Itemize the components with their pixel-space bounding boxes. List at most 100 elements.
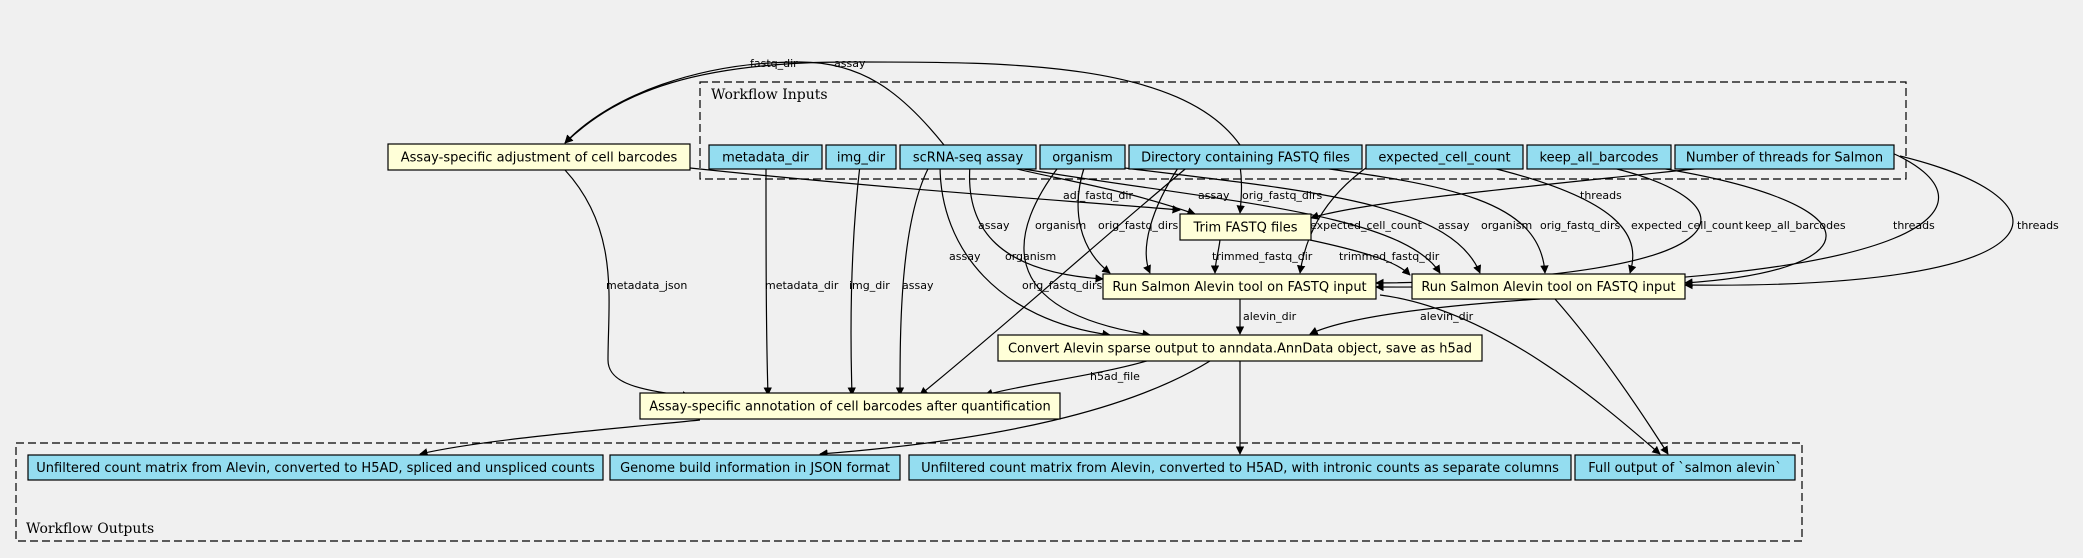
edge-metadata-dir-to-annotate xyxy=(763,164,772,396)
step-node-trim-fastq[interactable]: Trim FASTQ files xyxy=(1179,213,1312,241)
edge-label: assay xyxy=(1198,189,1230,202)
edge-label: orig_fastq_dirs xyxy=(1540,219,1620,232)
edge-label: organism xyxy=(1481,219,1532,232)
input-node-metadata-dir[interactable]: metadata_dir xyxy=(708,144,823,170)
edge-fastq-dir-to-salmon-2 xyxy=(1299,164,1549,274)
input-node-expected-cell-count[interactable]: expected_cell_count xyxy=(1365,144,1524,170)
edge-label: orig_fastq_dirs xyxy=(1242,189,1322,202)
input-node-organism[interactable]: organism xyxy=(1039,144,1126,170)
input-node-label: img_dir xyxy=(837,151,886,166)
input-node-label: metadata_dir xyxy=(722,151,809,166)
edge-annotate-to-unfiltered-spliced xyxy=(419,419,701,457)
edge-label: expected_cell_count xyxy=(1310,219,1423,232)
step-node-label: Assay-specific annotation of cell barcod… xyxy=(649,400,1051,415)
step-node-label: Run Salmon Alevin tool on FASTQ input xyxy=(1421,280,1675,295)
input-node-label: Directory containing FASTQ files xyxy=(1141,151,1350,166)
step-node-label: Run Salmon Alevin tool on FASTQ input xyxy=(1112,280,1366,295)
edge-label: threads xyxy=(1580,189,1622,202)
edge-assay-to-annotate xyxy=(895,164,931,396)
step-node-label: Assay-specific adjustment of cell barcod… xyxy=(401,151,678,166)
edge-label: orig_fastq_dirs xyxy=(1098,219,1178,232)
input-node-keep-all-barcodes[interactable]: keep_all_barcodes xyxy=(1526,144,1672,170)
edge-assay-to-adjust-barcodes xyxy=(564,61,945,146)
output-node-unfiltered-spliced[interactable]: Unfiltered count matrix from Alevin, con… xyxy=(27,454,604,481)
edge-label: threads xyxy=(1893,219,1935,232)
input-node-label: organism xyxy=(1052,151,1113,166)
edge-label: orig_fastq_dirs xyxy=(1022,279,1102,292)
edge-fastq-dir-to-salmon-1 xyxy=(1143,164,1181,274)
edge-label: fastq_dir xyxy=(750,57,798,70)
input-node-fastq-dir[interactable]: Directory containing FASTQ files xyxy=(1128,144,1363,170)
input-node-label: scRNA-seq assay xyxy=(913,151,1024,166)
edge-assay-to-salmon-1 xyxy=(968,164,1104,283)
edge-label: img_dir xyxy=(849,279,890,292)
edge-label: threads xyxy=(2017,219,2059,232)
edge-threads-to-salmon-2 xyxy=(1684,155,2014,290)
edge-label: organism xyxy=(1005,250,1056,263)
input-node-label: Number of threads for Salmon xyxy=(1686,151,1883,166)
edge-assay-to-salmon-2 xyxy=(999,164,1441,274)
edge-expected-cell-count-to-salmon-2 xyxy=(1479,164,1637,274)
step-node-convert-alevin[interactable]: Convert Alevin sparse output to anndata.… xyxy=(997,334,1483,362)
input-node-img-dir[interactable]: img_dir xyxy=(825,144,897,170)
workflow-inputs-cluster: Workflow Inputs xyxy=(699,81,1907,180)
edge-label: organism xyxy=(1035,219,1086,232)
edge-img-dir-to-annotate xyxy=(847,164,861,396)
input-node-scrna-seq-assay[interactable]: scRNA-seq assay xyxy=(899,144,1037,170)
edge-threads-to-trim-fastq xyxy=(1310,163,1741,220)
edge-fastq-dir-to-annotate xyxy=(919,164,1191,396)
step-node-salmon-alevin-2[interactable]: Run Salmon Alevin tool on FASTQ input xyxy=(1411,273,1686,300)
output-node-label: Genome build information in JSON format xyxy=(620,461,890,476)
edge-label: alevin_dir xyxy=(1243,310,1297,323)
edge-label: h5ad_file xyxy=(1090,370,1140,383)
edge-fastq-dir-to-adjust-barcodes xyxy=(564,61,1241,146)
edge-salmon-2-to-convert xyxy=(1309,298,1541,335)
edge-expected-cell-count-to-salmon-1 xyxy=(1296,164,1371,274)
edge-label: adj_fastq_dir xyxy=(1063,189,1133,202)
nodes-layer: metadata_dir img_dir scRNA-seq assay org… xyxy=(27,143,1895,481)
input-node-label: keep_all_barcodes xyxy=(1540,151,1659,166)
edge-trim-fastq-to-salmon-2 xyxy=(1309,239,1411,276)
edge-trim-fastq-to-salmon-1 xyxy=(1210,239,1221,274)
workflow-inputs-cluster-label: Workflow Inputs xyxy=(711,87,828,103)
edge-organism-to-convert xyxy=(1023,164,1151,338)
output-node-label: Unfiltered count matrix from Alevin, con… xyxy=(921,461,1559,476)
edge-convert-to-annotate xyxy=(984,359,1151,397)
input-node-threads[interactable]: Number of threads for Salmon xyxy=(1674,144,1895,170)
input-node-label: expected_cell_count xyxy=(1378,151,1510,166)
edge-label: metadata_dir xyxy=(765,279,839,292)
step-node-annotate-barcodes[interactable]: Assay-specific annotation of cell barcod… xyxy=(639,392,1061,420)
step-node-label: Convert Alevin sparse output to anndata.… xyxy=(1008,342,1472,357)
edge-label: trimmed_fastq_dir xyxy=(1339,250,1440,263)
edge-label: assay xyxy=(902,279,934,292)
workflow-outputs-cluster: Workflow Outputs xyxy=(15,442,1803,542)
step-node-adjust-barcodes[interactable]: Assay-specific adjustment of cell barcod… xyxy=(387,143,691,171)
edge-salmon-2-to-salmon-full xyxy=(1554,298,1669,455)
edge-label: trimmed_fastq_dir xyxy=(1212,250,1313,263)
output-node-genome-build[interactable]: Genome build information in JSON format xyxy=(609,454,901,481)
edge-adjust-barcodes-to-trim-fastq xyxy=(689,167,1181,214)
edges-layer xyxy=(419,61,2014,458)
edge-label: metadata_json xyxy=(606,279,687,292)
edge-label: assay xyxy=(949,250,981,263)
output-node-unfiltered-intronic[interactable]: Unfiltered count matrix from Alevin, con… xyxy=(908,454,1572,481)
edge-convert-to-genome-build xyxy=(819,360,1211,458)
edge-label: assay xyxy=(834,57,866,70)
edge-assay-to-convert xyxy=(939,164,1111,339)
edge-labels-layer: fastq_dir assay adj_fastq_dir assay orig… xyxy=(606,57,2059,383)
edge-organism-to-salmon-1 xyxy=(1077,164,1111,274)
edge-assay-to-trim-fastq xyxy=(999,164,1196,216)
output-node-label: Full output of `salmon alevin` xyxy=(1588,461,1782,476)
edge-label: assay xyxy=(1438,219,1470,232)
edge-salmon-1-to-salmon-full xyxy=(1379,294,1661,455)
edge-label: keep_all_barcodes xyxy=(1745,219,1846,232)
edge-keep-all-barcodes-to-salmon-2 xyxy=(1639,164,1827,287)
edge-adjust-barcodes-to-annotate xyxy=(564,169,691,400)
step-node-label: Trim FASTQ files xyxy=(1192,221,1297,236)
output-node-salmon-full-output[interactable]: Full output of `salmon alevin` xyxy=(1574,454,1796,481)
edge-label: expected_cell_count xyxy=(1631,219,1744,232)
workflow-outputs-cluster-label: Workflow Outputs xyxy=(26,521,154,537)
step-node-salmon-alevin-1[interactable]: Run Salmon Alevin tool on FASTQ input xyxy=(1102,273,1377,300)
output-node-label: Unfiltered count matrix from Alevin, con… xyxy=(36,461,595,476)
